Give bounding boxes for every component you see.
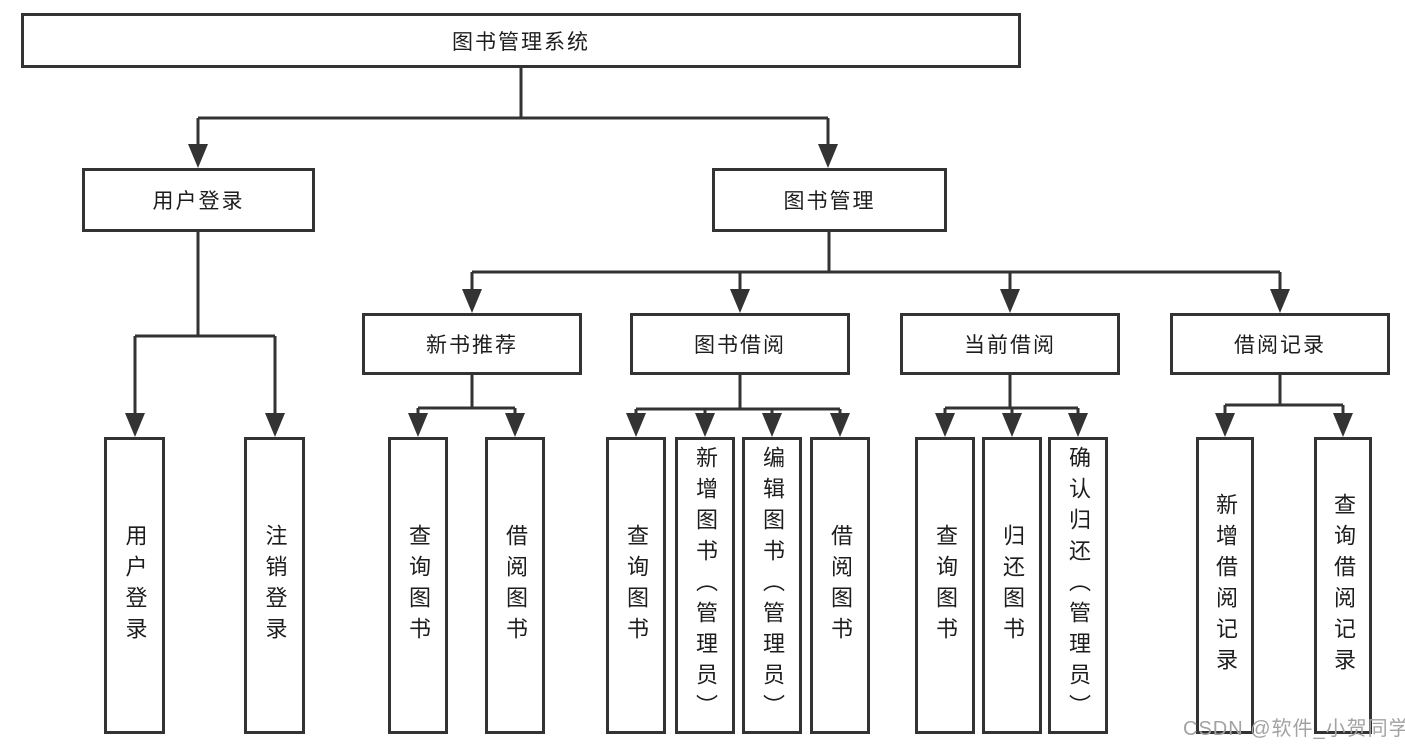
- arrowhead-icon: [265, 413, 285, 437]
- arrowhead-icon: [818, 144, 838, 168]
- arrowhead-icon: [1215, 413, 1235, 437]
- node-user-login-group: 用户登录: [82, 168, 315, 232]
- arrowhead-icon: [626, 413, 646, 437]
- leaf-query-books-recommend: 查询图书: [388, 437, 448, 734]
- node-new-book-recommend: 新书推荐: [362, 313, 582, 375]
- node-book-borrowing: 图书借阅: [630, 313, 850, 375]
- leaf-add-books-admin: 新增图书（管理员）: [675, 437, 735, 734]
- arrowhead-icon: [730, 289, 750, 313]
- arrowhead-icon: [188, 144, 208, 168]
- arrowhead-icon: [695, 413, 715, 437]
- arrowhead-icon: [1333, 413, 1353, 437]
- arrowhead-icon: [1068, 413, 1088, 437]
- arrowhead-icon: [125, 413, 145, 437]
- node-current-borrowing: 当前借阅: [900, 313, 1120, 375]
- node-borrowing-records: 借阅记录: [1170, 313, 1390, 375]
- arrowheads: [125, 144, 1353, 437]
- arrowhead-icon: [935, 413, 955, 437]
- arrowhead-icon: [408, 413, 428, 437]
- leaf-logout: 注销登录: [244, 437, 305, 734]
- leaf-add-borrow-record: 新增借阅记录: [1196, 437, 1254, 734]
- arrowhead-icon: [1270, 289, 1290, 313]
- arrowhead-icon: [1000, 289, 1020, 313]
- node-root-system: 图书管理系统: [21, 13, 1021, 68]
- leaf-user-login: 用户登录: [104, 437, 165, 734]
- leaf-edit-books-admin: 编辑图书（管理员）: [742, 437, 802, 734]
- csdn-watermark: CSDN @软件_小贺同学: [1183, 718, 1405, 740]
- leaf-borrow-books-recommend: 借阅图书: [485, 437, 545, 734]
- leaf-query-borrow-record: 查询借阅记录: [1314, 437, 1372, 734]
- leaf-query-books-current: 查询图书: [915, 437, 975, 734]
- arrowhead-icon: [830, 413, 850, 437]
- leaf-confirm-return-admin: 确认归还（管理员）: [1048, 437, 1108, 734]
- arrowhead-icon: [1002, 413, 1022, 437]
- arrowhead-icon: [505, 413, 525, 437]
- leaf-return-books: 归还图书: [982, 437, 1042, 734]
- leaf-borrow-books: 借阅图书: [810, 437, 870, 734]
- node-book-management: 图书管理: [712, 168, 947, 232]
- leaf-query-books-borrow: 查询图书: [606, 437, 666, 734]
- arrowhead-icon: [462, 289, 482, 313]
- arrowhead-icon: [762, 413, 782, 437]
